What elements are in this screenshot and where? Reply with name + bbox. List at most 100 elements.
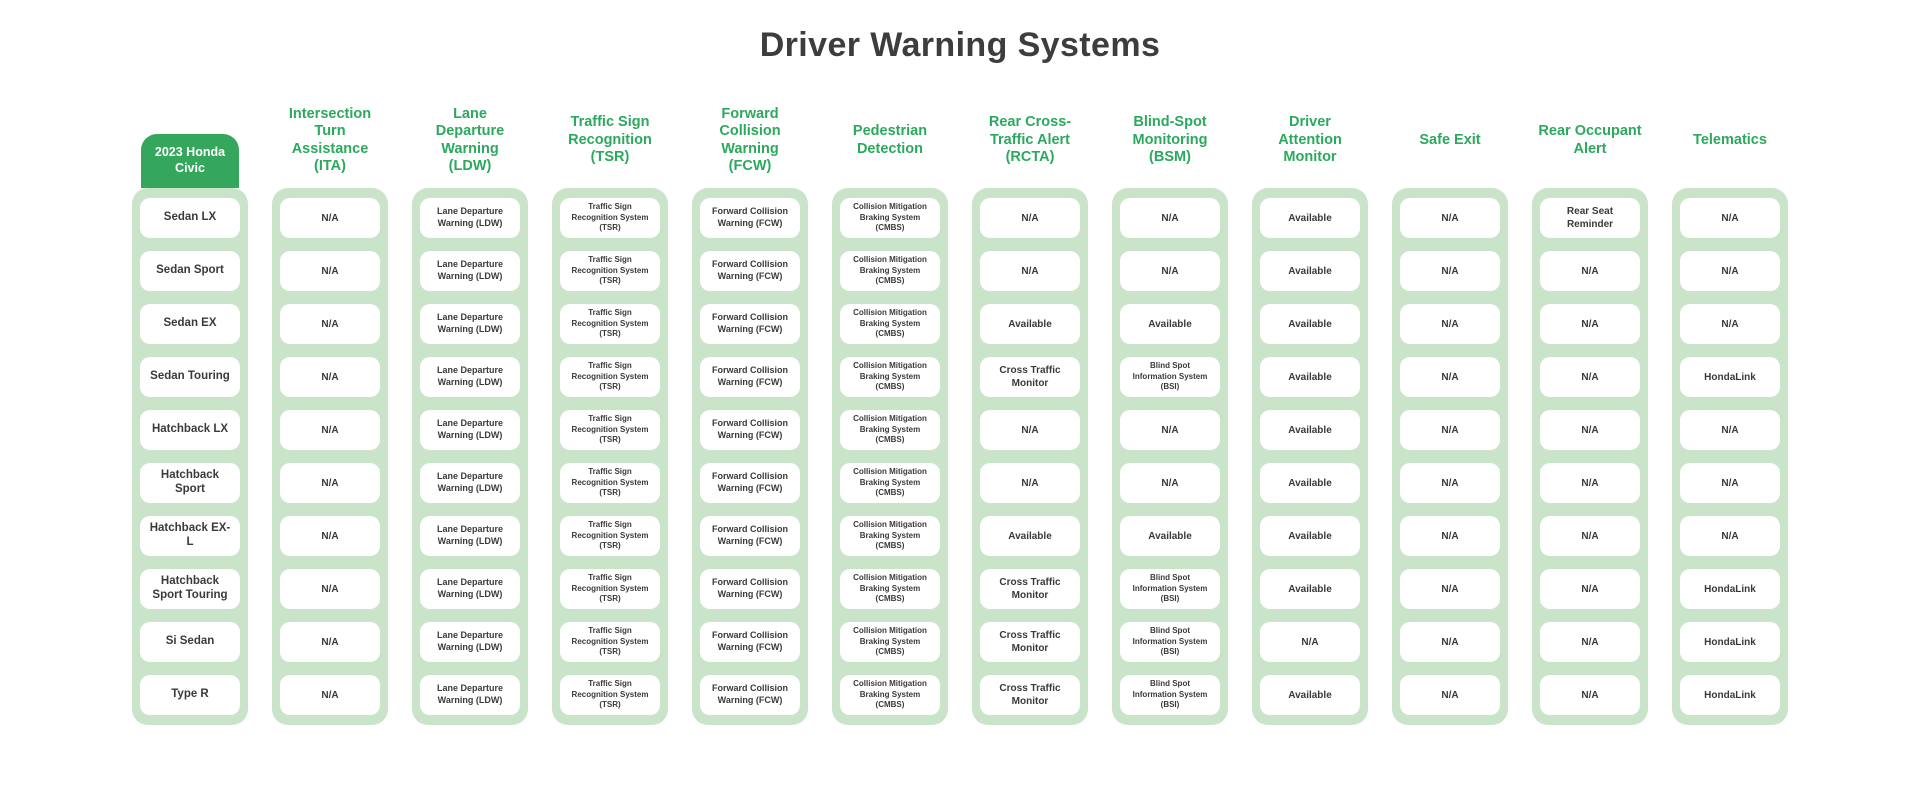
feature-cell: N/A <box>1400 622 1500 662</box>
column-header-pedestrian-detection: Pedestrian Detection <box>852 123 928 157</box>
feature-cell: Cross Traffic Monitor <box>980 675 1080 715</box>
column-header-blind-spot-monitoring-bsm: Blind-Spot Monitoring (BSM) <box>1132 114 1208 166</box>
feature-cell: N/A <box>280 410 380 450</box>
feature-cell: N/A <box>1400 516 1500 556</box>
feature-cell: Forward Collision Warning (FCW) <box>700 410 800 450</box>
column-header-rear-cross-traffic-alert-rcta: Rear Cross- Traffic Alert (RCTA) <box>988 114 1072 166</box>
feature-cell: Traffic Sign Recognition System (TSR) <box>560 357 660 397</box>
feature-cell: Traffic Sign Recognition System (TSR) <box>560 304 660 344</box>
trim-cell-sedan-sport: Sedan Sport <box>140 251 240 291</box>
feature-cell: Forward Collision Warning (FCW) <box>700 304 800 344</box>
feature-cell: Traffic Sign Recognition System (TSR) <box>560 622 660 662</box>
feature-cell: N/A <box>1680 463 1780 503</box>
feature-cell: Available <box>1260 198 1360 238</box>
feature-cell: N/A <box>1120 463 1220 503</box>
feature-cell: N/A <box>1120 410 1220 450</box>
feature-cell: Collision Mitigation Braking System (CMB… <box>840 675 940 715</box>
feature-cell: Forward Collision Warning (FCW) <box>700 357 800 397</box>
feature-cell: Available <box>1260 410 1360 450</box>
feature-cell: Cross Traffic Monitor <box>980 569 1080 609</box>
column-cells-pedestrian-detection: Collision Mitigation Braking System (CMB… <box>832 188 948 725</box>
trim-cell-hatchback-lx: Hatchback LX <box>140 410 240 450</box>
feature-cell: Lane Departure Warning (LDW) <box>420 410 520 450</box>
column-blind-spot-monitoring-bsm: Blind-Spot Monitoring (BSM) N/A N/A Availab… <box>1112 93 1228 725</box>
feature-cell: N/A <box>1400 410 1500 450</box>
feature-cell: Lane Departure Warning (LDW) <box>420 198 520 238</box>
feature-cell: Traffic Sign Recognition System (TSR) <box>560 675 660 715</box>
feature-cell: N/A <box>280 304 380 344</box>
feature-cell: Forward Collision Warning (FCW) <box>700 675 800 715</box>
feature-cell: Collision Mitigation Braking System (CMB… <box>840 410 940 450</box>
feature-cell: N/A <box>280 675 380 715</box>
trim-cell-si-sedan: Si Sedan <box>140 622 240 662</box>
feature-cell: N/A <box>1540 410 1640 450</box>
feature-cell: N/A <box>980 410 1080 450</box>
column-header-driver-attention-monitor: Driver Attention Monitor <box>1278 114 1342 166</box>
feature-cell: Collision Mitigation Braking System (CMB… <box>840 357 940 397</box>
vehicle-header-area: 2023 Honda Civic <box>132 93 248 188</box>
feature-cell: Collision Mitigation Braking System (CMB… <box>840 251 940 291</box>
feature-cell: Collision Mitigation Braking System (CMB… <box>840 569 940 609</box>
feature-cell: Lane Departure Warning (LDW) <box>420 622 520 662</box>
column-forward-collision-warning-fcw: Forward Collision Warning (FCW) Forward C… <box>692 93 808 725</box>
feature-cell: N/A <box>1260 622 1360 662</box>
feature-cell: Available <box>1260 251 1360 291</box>
feature-cell: N/A <box>1540 357 1640 397</box>
feature-cell: Traffic Sign Recognition System (TSR) <box>560 198 660 238</box>
feature-cell: N/A <box>1120 198 1220 238</box>
feature-cell: N/A <box>280 622 380 662</box>
feature-cell: Lane Departure Warning (LDW) <box>420 516 520 556</box>
feature-cell: HondaLink <box>1680 569 1780 609</box>
feature-cell: Forward Collision Warning (FCW) <box>700 463 800 503</box>
feature-cell: HondaLink <box>1680 675 1780 715</box>
feature-cell: Collision Mitigation Braking System (CMB… <box>840 516 940 556</box>
feature-cell: N/A <box>1540 463 1640 503</box>
feature-cell: Available <box>1120 304 1220 344</box>
feature-cell: Lane Departure Warning (LDW) <box>420 251 520 291</box>
feature-cell: N/A <box>1400 304 1500 344</box>
trim-cell-type-r: Type R <box>140 675 240 715</box>
feature-cell: N/A <box>280 516 380 556</box>
column-header-safe-exit: Safe Exit <box>1419 131 1481 148</box>
feature-cell: N/A <box>980 463 1080 503</box>
feature-cell: Lane Departure Warning (LDW) <box>420 569 520 609</box>
feature-cell: N/A <box>1540 569 1640 609</box>
feature-cell: Cross Traffic Monitor <box>980 622 1080 662</box>
feature-cell: Available <box>1260 516 1360 556</box>
trim-cell-sedan-ex: Sedan EX <box>140 304 240 344</box>
feature-cell: N/A <box>280 569 380 609</box>
feature-cell: Blind Spot Information System (BSI) <box>1120 569 1220 609</box>
column-header-lane-departure-warning-ldw: Lane Departure Warning (LDW) <box>435 105 505 174</box>
feature-cell: Lane Departure Warning (LDW) <box>420 675 520 715</box>
feature-cell: Available <box>1260 569 1360 609</box>
feature-cell: N/A <box>1120 251 1220 291</box>
column-header-telematics: Telematics <box>1693 131 1767 148</box>
feature-cell: Lane Departure Warning (LDW) <box>420 463 520 503</box>
column-cells-traffic-sign-recognition-tsr: Traffic Sign Recognition System (TSR) Tra… <box>552 188 668 725</box>
feature-cell: Rear Seat Reminder <box>1540 198 1640 238</box>
feature-cell: N/A <box>280 251 380 291</box>
feature-cell: Available <box>1260 675 1360 715</box>
feature-cell: N/A <box>280 463 380 503</box>
feature-cell: N/A <box>280 357 380 397</box>
feature-cell: N/A <box>1680 516 1780 556</box>
feature-cell: Blind Spot Information System (BSI) <box>1120 675 1220 715</box>
feature-cell: Cross Traffic Monitor <box>980 357 1080 397</box>
feature-cell: Traffic Sign Recognition System (TSR) <box>560 251 660 291</box>
column-cells-lane-departure-warning-ldw: Lane Departure Warning (LDW) Lane Departu… <box>412 188 528 725</box>
trim-cell-hatchback-sport-touring: Hatchback Sport Touring <box>140 569 240 609</box>
feature-cell: N/A <box>1540 516 1640 556</box>
feature-cell: Collision Mitigation Braking System (CMB… <box>840 198 940 238</box>
feature-cell: N/A <box>1680 251 1780 291</box>
feature-cell: Available <box>1120 516 1220 556</box>
feature-cell: HondaLink <box>1680 357 1780 397</box>
feature-cell: Available <box>1260 463 1360 503</box>
column-lane-departure-warning-ldw: Lane Departure Warning (LDW) Lane Departu… <box>412 93 528 725</box>
